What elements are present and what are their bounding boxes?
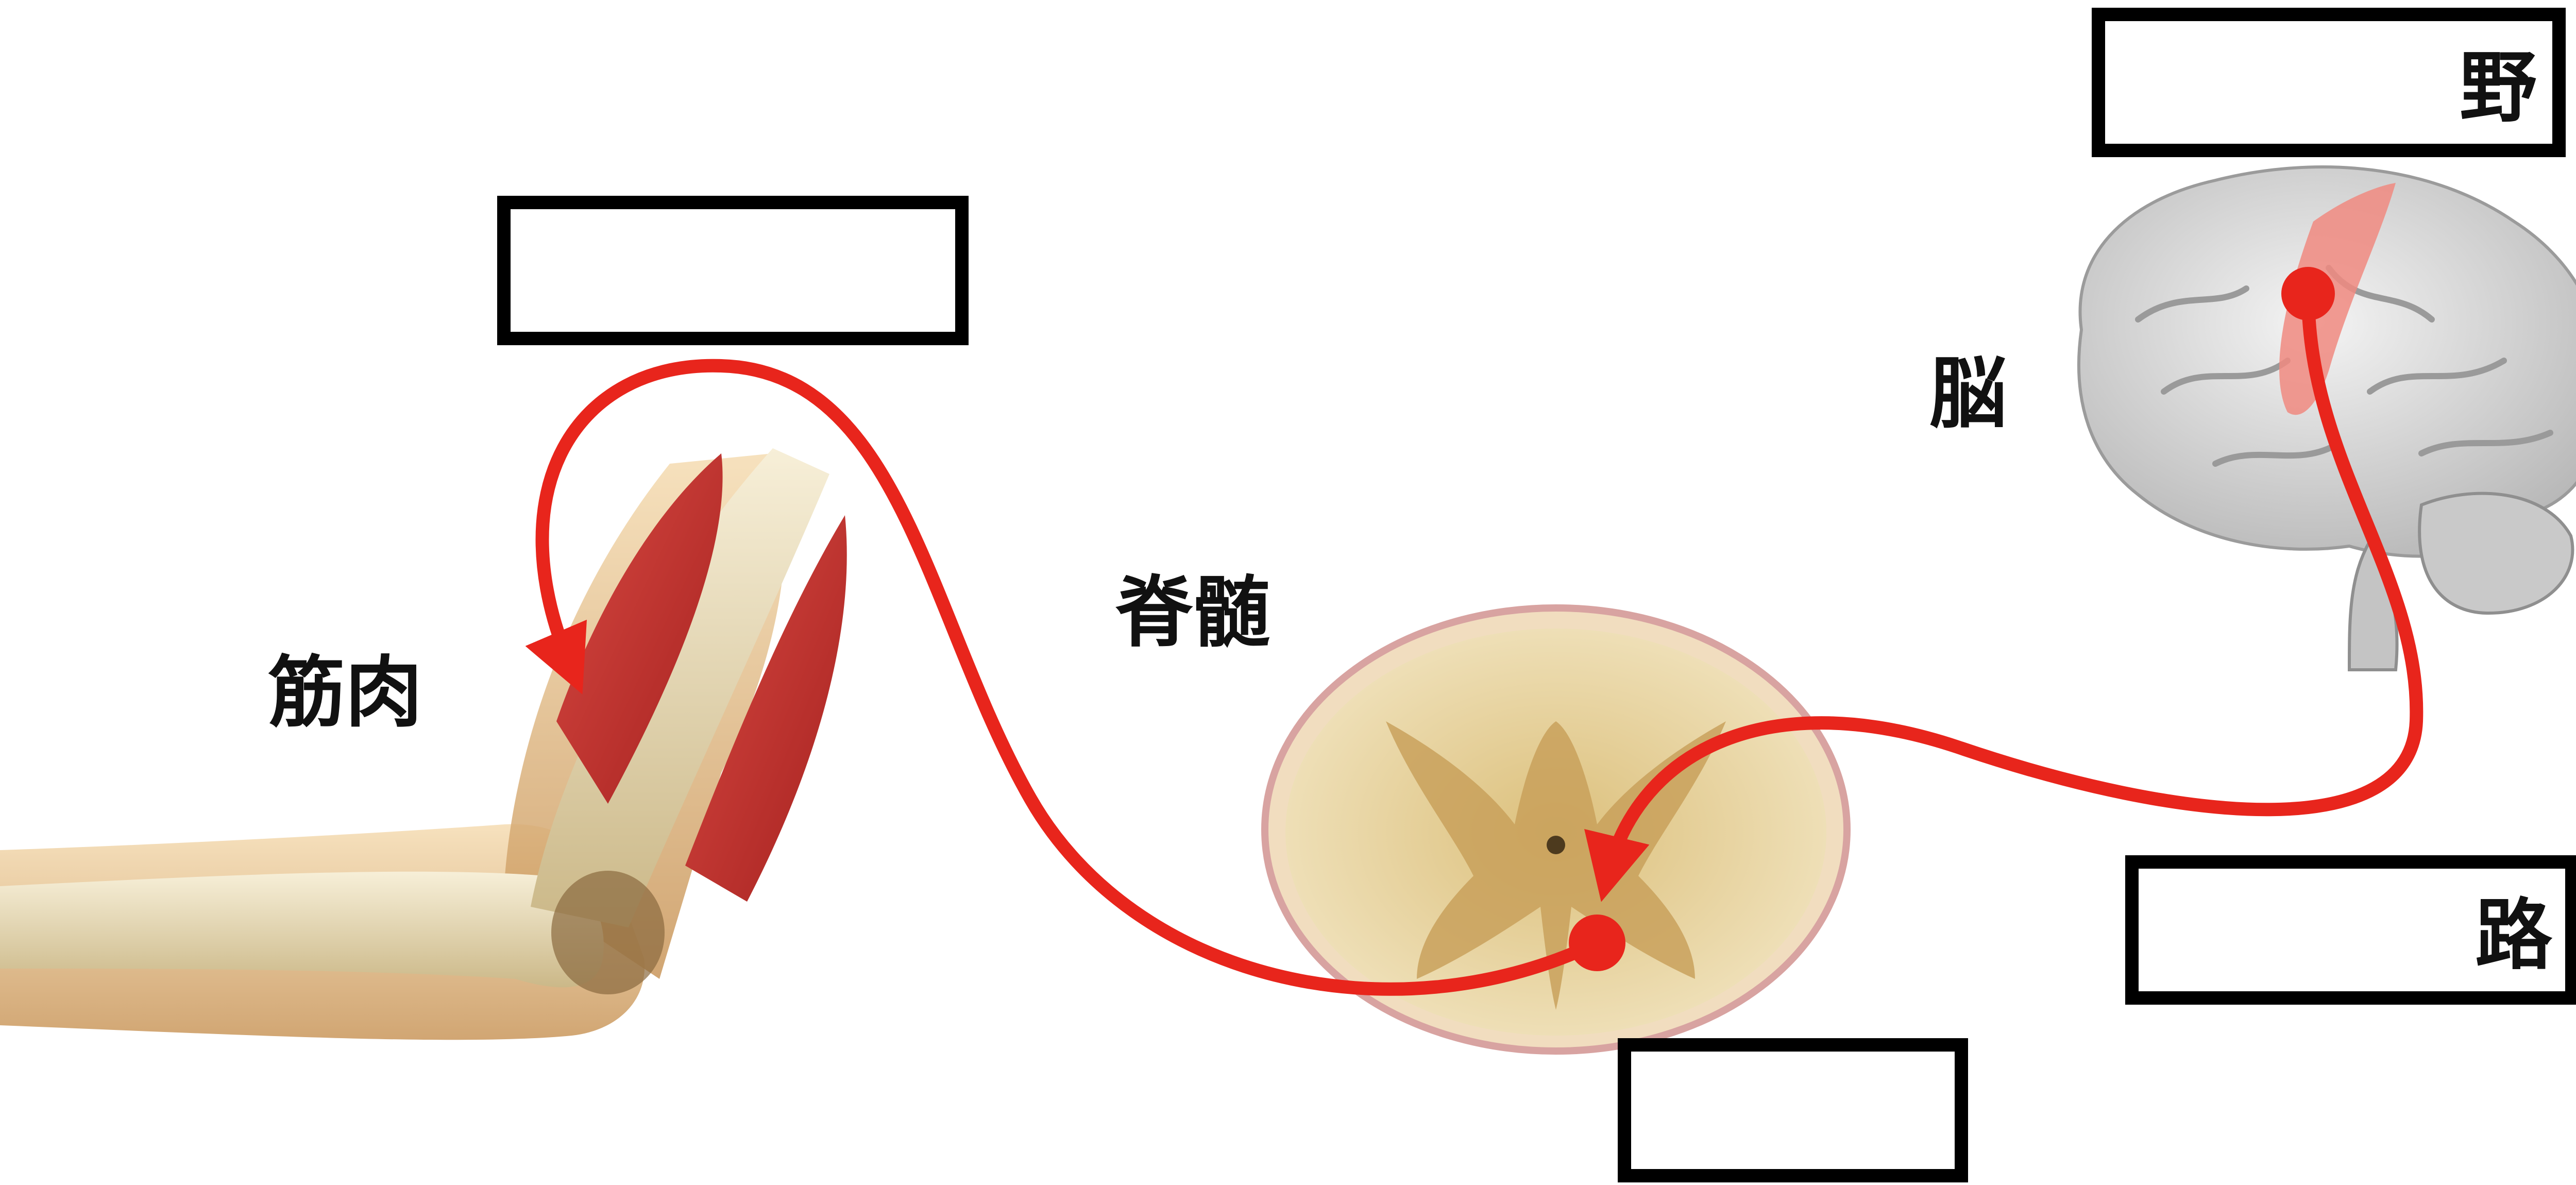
label-brain: 脳 bbox=[1929, 356, 2007, 433]
brain-stem bbox=[2349, 541, 2397, 670]
central-canal bbox=[1547, 836, 1565, 854]
answer-box-motor-area-text: 野 bbox=[2460, 49, 2537, 127]
label-muscle: 筋肉 bbox=[268, 654, 422, 732]
label-spinal-cord: 脊髄 bbox=[1115, 574, 1270, 652]
arm-illustration bbox=[0, 448, 847, 1040]
motor-neuron-spinal bbox=[1569, 915, 1625, 971]
answer-box-pathway[interactable]: 路 bbox=[2125, 855, 2576, 1005]
motor-neuron-start-brain bbox=[2281, 267, 2335, 320]
answer-box-pathway-text: 路 bbox=[2475, 897, 2552, 974]
brain-cerebellum bbox=[2419, 494, 2572, 613]
elbow-joint bbox=[551, 871, 665, 994]
answer-box-muscle[interactable] bbox=[497, 196, 969, 345]
answer-box-motor-area[interactable]: 野 bbox=[2092, 8, 2566, 157]
answer-box-spinal[interactable] bbox=[1618, 1038, 1968, 1182]
